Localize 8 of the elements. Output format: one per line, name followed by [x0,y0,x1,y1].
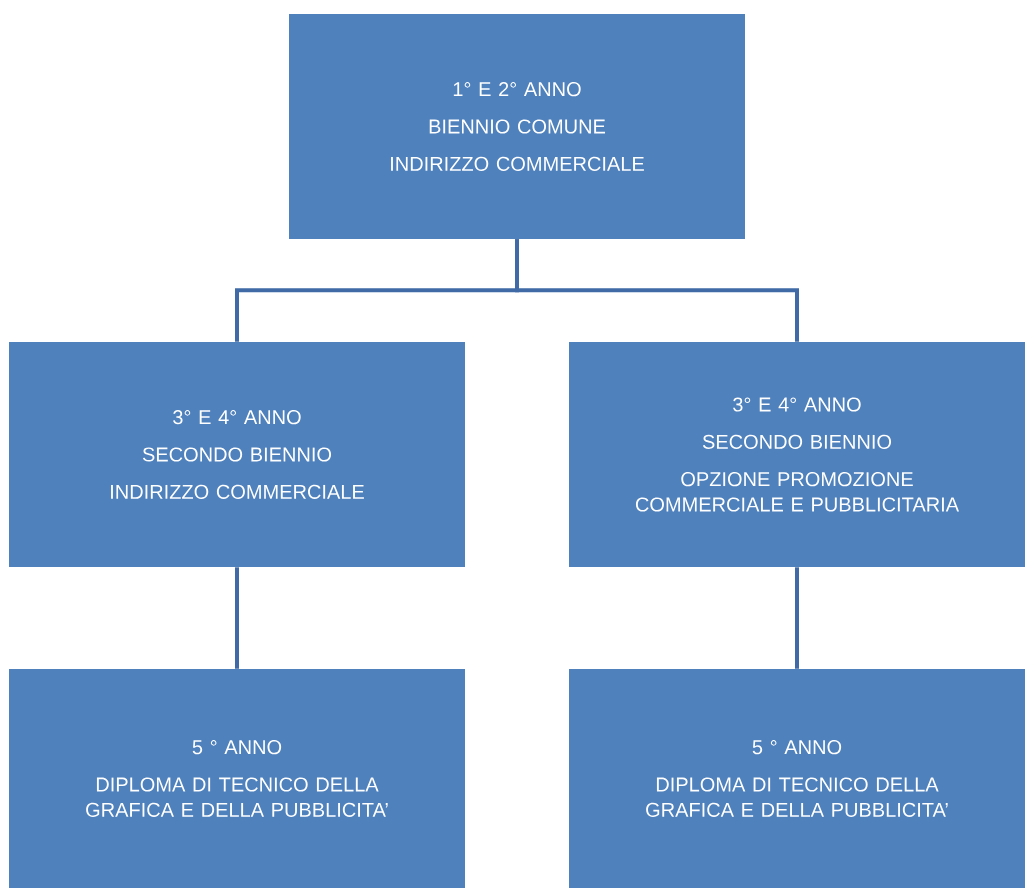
connector-line [795,567,799,669]
org-box: 5 ° ANNO DIPLOMA DI TECNICO DELLA GRAFICA E DELLA PUBBLICITA’ [569,669,1025,888]
connector-line [515,239,799,342]
org-box: 1° E 2° ANNO BIENNIO COMUNE INDIRIZZO COMMERCIALE [289,13,745,240]
org-box: 3° E 4° ANNO SECONDO BIENNIO INDIRIZZO COMMERCIALE [9,341,465,568]
org-box: 5 ° ANNO DIPLOMA DI TECNICO DELLA GRAFICA E DELLA PUBBLICITA’ [9,669,465,888]
connector-line [235,567,239,669]
org-box: 3° E 4° ANNO SECONDO BIENNIO OPZIONE PROMOZIONE COMMERCIALE E PUBBLICITARIA [569,341,1025,568]
